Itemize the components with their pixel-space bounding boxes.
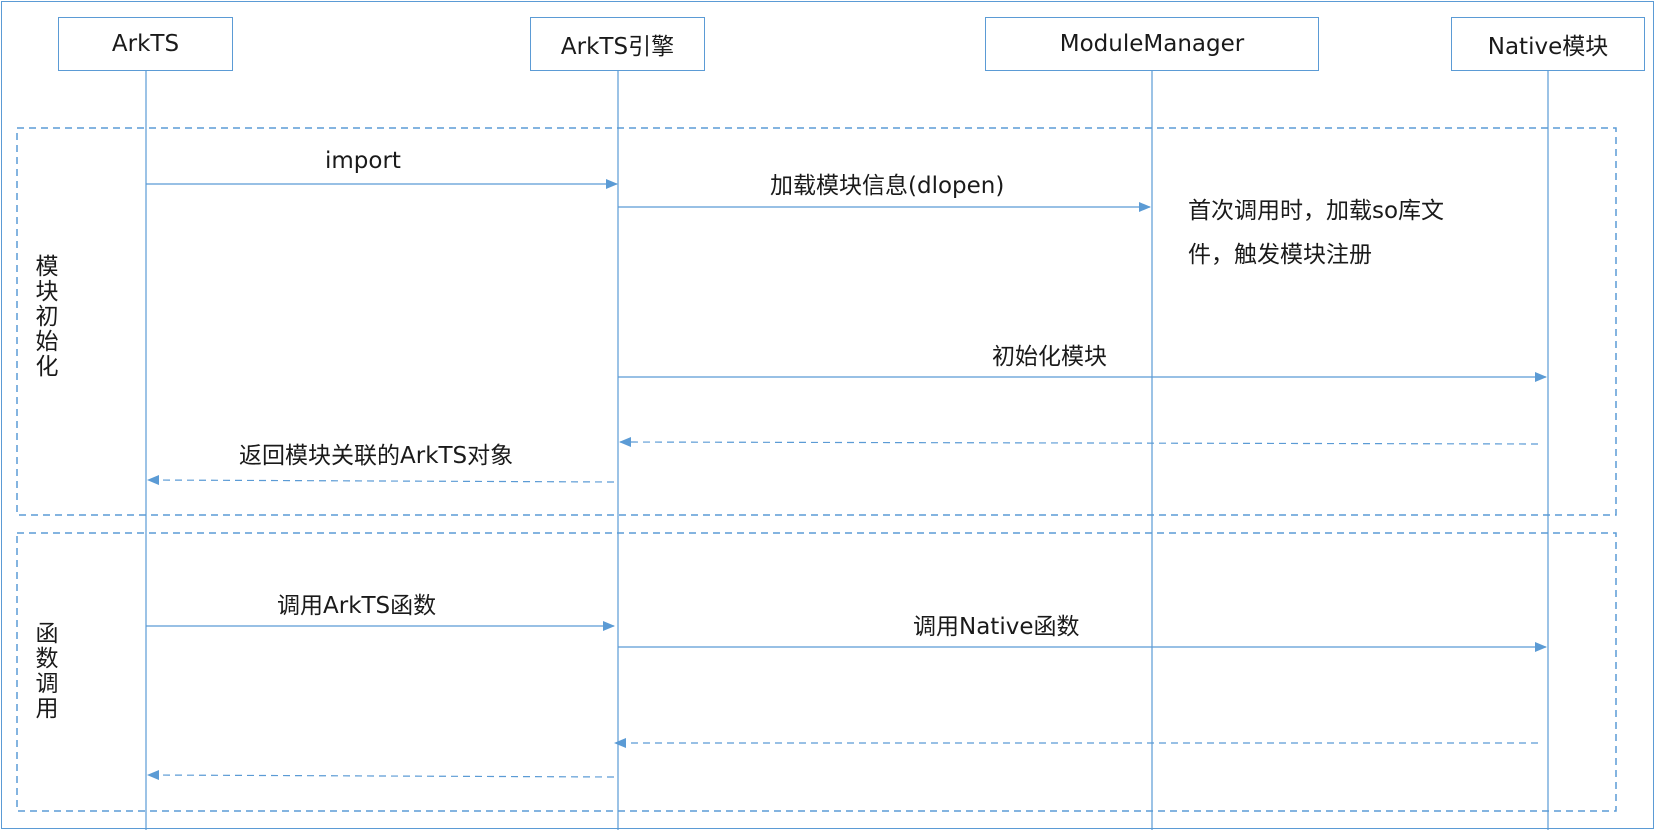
actor-native-module: Native模块: [1451, 17, 1645, 71]
message-label-call-arkts-function: 调用ArkTS函数: [277, 593, 437, 619]
note-module-register: 首次调用时，加载so库文 件，触发模块注册: [1188, 189, 1444, 277]
actor-arkts: ArkTS: [58, 17, 233, 71]
group-box-module-init: [16, 127, 1617, 516]
message-label-init-module: 初始化模块: [992, 344, 1107, 370]
arrow-return-native-engine: [619, 437, 1539, 448]
message-label-call-native-function: 调用Native函数: [913, 614, 1080, 640]
note-line-2: 件，触发模块注册: [1188, 242, 1372, 268]
message-label-import: import: [325, 148, 401, 174]
group-label-module-init: 模块初始化: [35, 254, 59, 380]
group-box-function-call: [16, 532, 1617, 812]
message-label-load-module: 加载模块信息(dlopen): [770, 173, 1005, 199]
actor-module-manager: ModuleManager: [985, 17, 1319, 71]
actor-arkts-engine: ArkTS引擎: [530, 17, 705, 71]
arrow-return-arkts-object: [147, 475, 615, 486]
note-line-1: 首次调用时，加载so库文: [1188, 198, 1445, 224]
arrow-return-arkts-call: [147, 770, 615, 781]
message-label-return-arkts-object: 返回模块关联的ArkTS对象: [239, 443, 514, 469]
group-label-function-call: 函数调用: [35, 621, 59, 722]
